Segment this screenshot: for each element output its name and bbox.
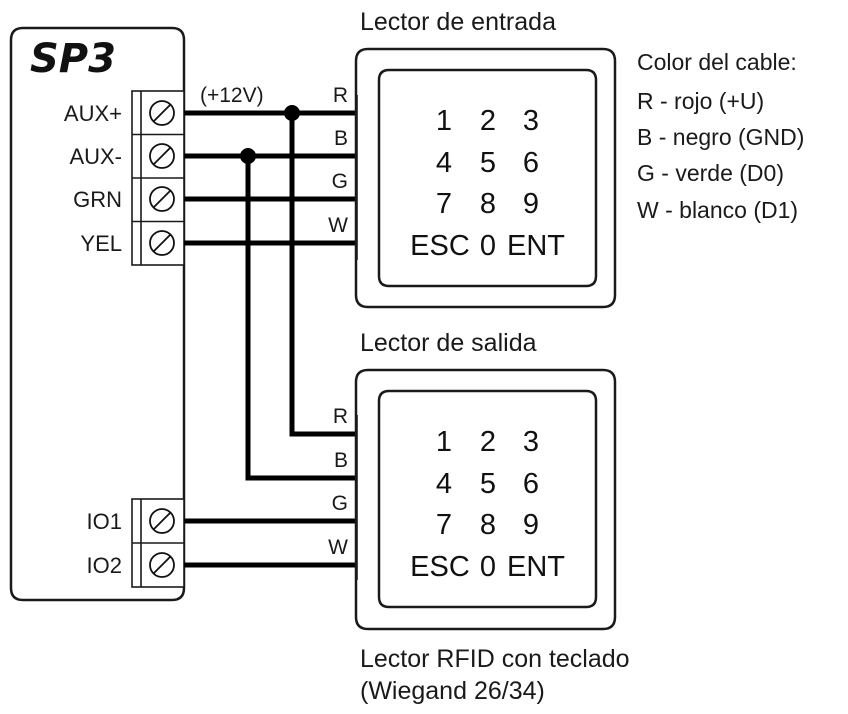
junction-dot: [284, 105, 300, 121]
keypad-key-4: 4: [436, 147, 452, 179]
supply-label: (+12V): [200, 84, 264, 107]
keypad-key-0: 0: [480, 551, 496, 583]
legend-item: R - rojo (+U): [637, 88, 764, 114]
cable-color-legend: Color del cable: R - rojo (+U) B - negro…: [637, 49, 804, 223]
wire-label-w: W: [328, 214, 348, 237]
keypad-key-1: 1: [436, 426, 452, 458]
wires: (+12V): [184, 84, 357, 568]
keypad-key-7: 7: [436, 509, 452, 541]
keypad-key-7: 7: [436, 188, 452, 220]
wire-label-r: R: [333, 84, 348, 107]
terminal-label-yel: YEL: [80, 231, 122, 256]
screw-icon: [149, 100, 175, 126]
screw-icon: [149, 508, 175, 534]
keypad-key-0: 0: [480, 230, 496, 262]
keypad-key-8: 8: [480, 509, 496, 541]
keypad-key-ent: ENT: [507, 551, 565, 583]
keypad-key-4: 4: [436, 468, 452, 500]
screw-icon: [149, 143, 175, 169]
terminal-label-io1: IO1: [87, 509, 122, 534]
wire-branch-r: [289, 113, 357, 437]
reader-exit-title: Lector de salida: [360, 329, 537, 357]
terminal-block-top: AUX+ AUX- GRN YEL: [64, 90, 185, 266]
keypad-key-2: 2: [480, 426, 496, 458]
caption-line-1: Lector RFID con teclado: [360, 645, 630, 673]
legend-item: G - verde (D0): [637, 160, 784, 186]
wire-branch-b: [245, 156, 357, 481]
legend-item: B - negro (GND): [637, 124, 804, 150]
wire-label-b: B: [334, 449, 348, 472]
keypad-key-9: 9: [523, 509, 539, 541]
reader-entry-title: Lector de entrada: [360, 8, 556, 36]
legend-title: Color del cable:: [637, 49, 797, 75]
wire-label-w: W: [328, 536, 348, 559]
keypad-key-9: 9: [523, 188, 539, 220]
keypad-key-3: 3: [523, 426, 539, 458]
keypad-key-5: 5: [480, 147, 496, 179]
caption-line-2: (Wiegand 26/34): [360, 677, 545, 705]
wire-label-b: B: [334, 127, 348, 150]
keypad-key-ent: ENT: [507, 230, 565, 262]
junction-dot: [240, 148, 256, 164]
legend-item: W - blanco (D1): [637, 197, 798, 223]
terminal-label-grn: GRN: [73, 187, 122, 212]
keypad-key-6: 6: [523, 147, 539, 179]
keypad-key-2: 2: [480, 105, 496, 137]
reader-caption: Lector RFID con teclado (Wiegand 26/34): [360, 645, 630, 705]
controller-name: SP3: [30, 36, 116, 82]
keypad-key-1: 1: [436, 105, 452, 137]
terminal-label-aux-plus: AUX+: [64, 101, 122, 126]
terminal-block-bottom: IO1 IO2: [87, 498, 185, 588]
keypad-key-esc: ESC: [410, 551, 470, 583]
sp3-controller: SP3: [9, 26, 186, 602]
keypad-key-esc: ESC: [410, 230, 470, 262]
keypad-key-8: 8: [480, 188, 496, 220]
screw-icon: [149, 186, 175, 212]
wire-label-g: G: [332, 492, 348, 515]
screw-icon: [149, 230, 175, 256]
keypad-key-5: 5: [480, 468, 496, 500]
wire-label-r: R: [333, 405, 348, 428]
terminal-label-aux-minus: AUX-: [69, 144, 122, 169]
screw-icon: [149, 552, 175, 578]
terminal-label-io2: IO2: [87, 553, 122, 578]
keypad-key-3: 3: [523, 105, 539, 137]
wire-label-g: G: [332, 170, 348, 193]
keypad-key-6: 6: [523, 468, 539, 500]
